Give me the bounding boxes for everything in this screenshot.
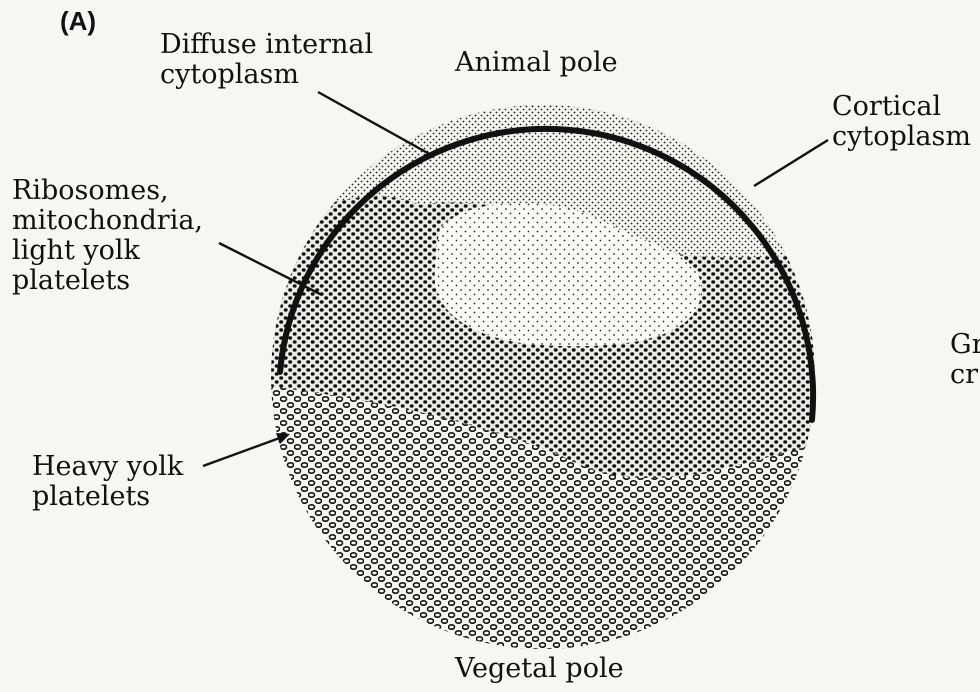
label-line: light yolk	[12, 236, 203, 266]
label-ribosomes-mitochondria: Ribosomes, mitochondria, light yolk plat…	[12, 176, 203, 296]
label-diffuse-internal-cytoplasm: Diffuse internal cytoplasm	[160, 30, 373, 90]
leader-diffuse-internal	[318, 92, 433, 156]
label-line: Ribosomes,	[12, 176, 203, 206]
label-line: cytoplasm	[160, 60, 373, 90]
label-vegetal-pole: Vegetal pole	[455, 654, 624, 684]
label-line: mitochondria,	[12, 206, 203, 236]
label-line: Diffuse internal	[160, 30, 373, 60]
label-line: cytoplasm	[832, 122, 971, 152]
label-cortical-cytoplasm: Cortical cytoplasm	[832, 92, 971, 152]
label-line: Gr	[950, 330, 980, 360]
label-line: Heavy yolk	[32, 452, 183, 482]
panel-label: (A)	[60, 6, 96, 36]
leader-cortical	[754, 140, 828, 186]
label-line: cr	[950, 360, 980, 390]
label-line: Cortical	[832, 92, 971, 122]
leader-heavy-yolk	[203, 436, 285, 466]
egg-interior	[260, 100, 830, 660]
label-heavy-yolk-platelets: Heavy yolk platelets	[32, 452, 183, 512]
label-cut-off-right: Gr cr	[950, 330, 980, 390]
label-line: platelets	[12, 266, 203, 296]
label-line: platelets	[32, 482, 183, 512]
label-animal-pole: Animal pole	[455, 48, 618, 78]
